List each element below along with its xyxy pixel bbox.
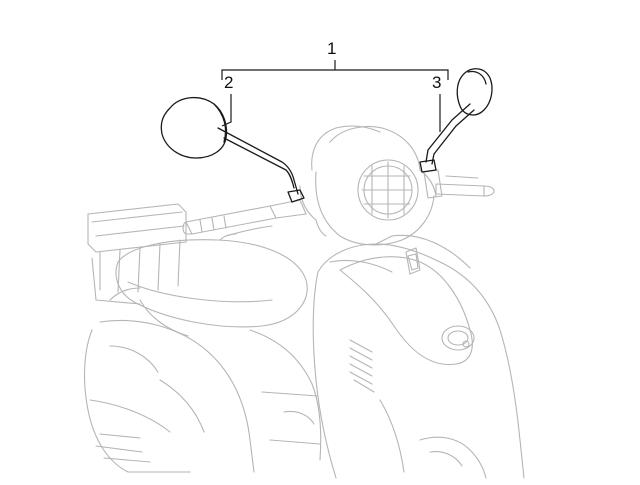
seat bbox=[115, 239, 308, 337]
headlamp-housing bbox=[299, 125, 437, 246]
leader-bracket bbox=[221, 69, 449, 80]
rear-body bbox=[83, 319, 255, 473]
left-mirror-stem bbox=[217, 127, 299, 195]
handlebars bbox=[182, 169, 495, 241]
leader-lines bbox=[221, 60, 449, 132]
scooter-outline bbox=[83, 125, 525, 479]
callout-3-label: 3 bbox=[432, 73, 442, 92]
floorboard bbox=[249, 329, 322, 461]
right-mirror-head bbox=[456, 68, 493, 116]
right-mirror bbox=[419, 68, 493, 173]
leader-2 bbox=[221, 94, 232, 127]
left-mirror-head bbox=[160, 97, 228, 159]
leg-shield bbox=[312, 234, 525, 479]
horn-cover bbox=[339, 247, 475, 393]
left-mirror bbox=[160, 97, 305, 203]
right-mirror-rim bbox=[467, 70, 487, 85]
right-mirror-base bbox=[419, 159, 437, 173]
callout-2-label: 2 bbox=[224, 73, 234, 92]
rear-rack bbox=[87, 203, 187, 305]
right-mirror-stem bbox=[425, 103, 471, 163]
front-fender bbox=[379, 399, 487, 479]
left-mirror-base bbox=[287, 189, 305, 203]
callout-1-label: 1 bbox=[327, 39, 337, 58]
